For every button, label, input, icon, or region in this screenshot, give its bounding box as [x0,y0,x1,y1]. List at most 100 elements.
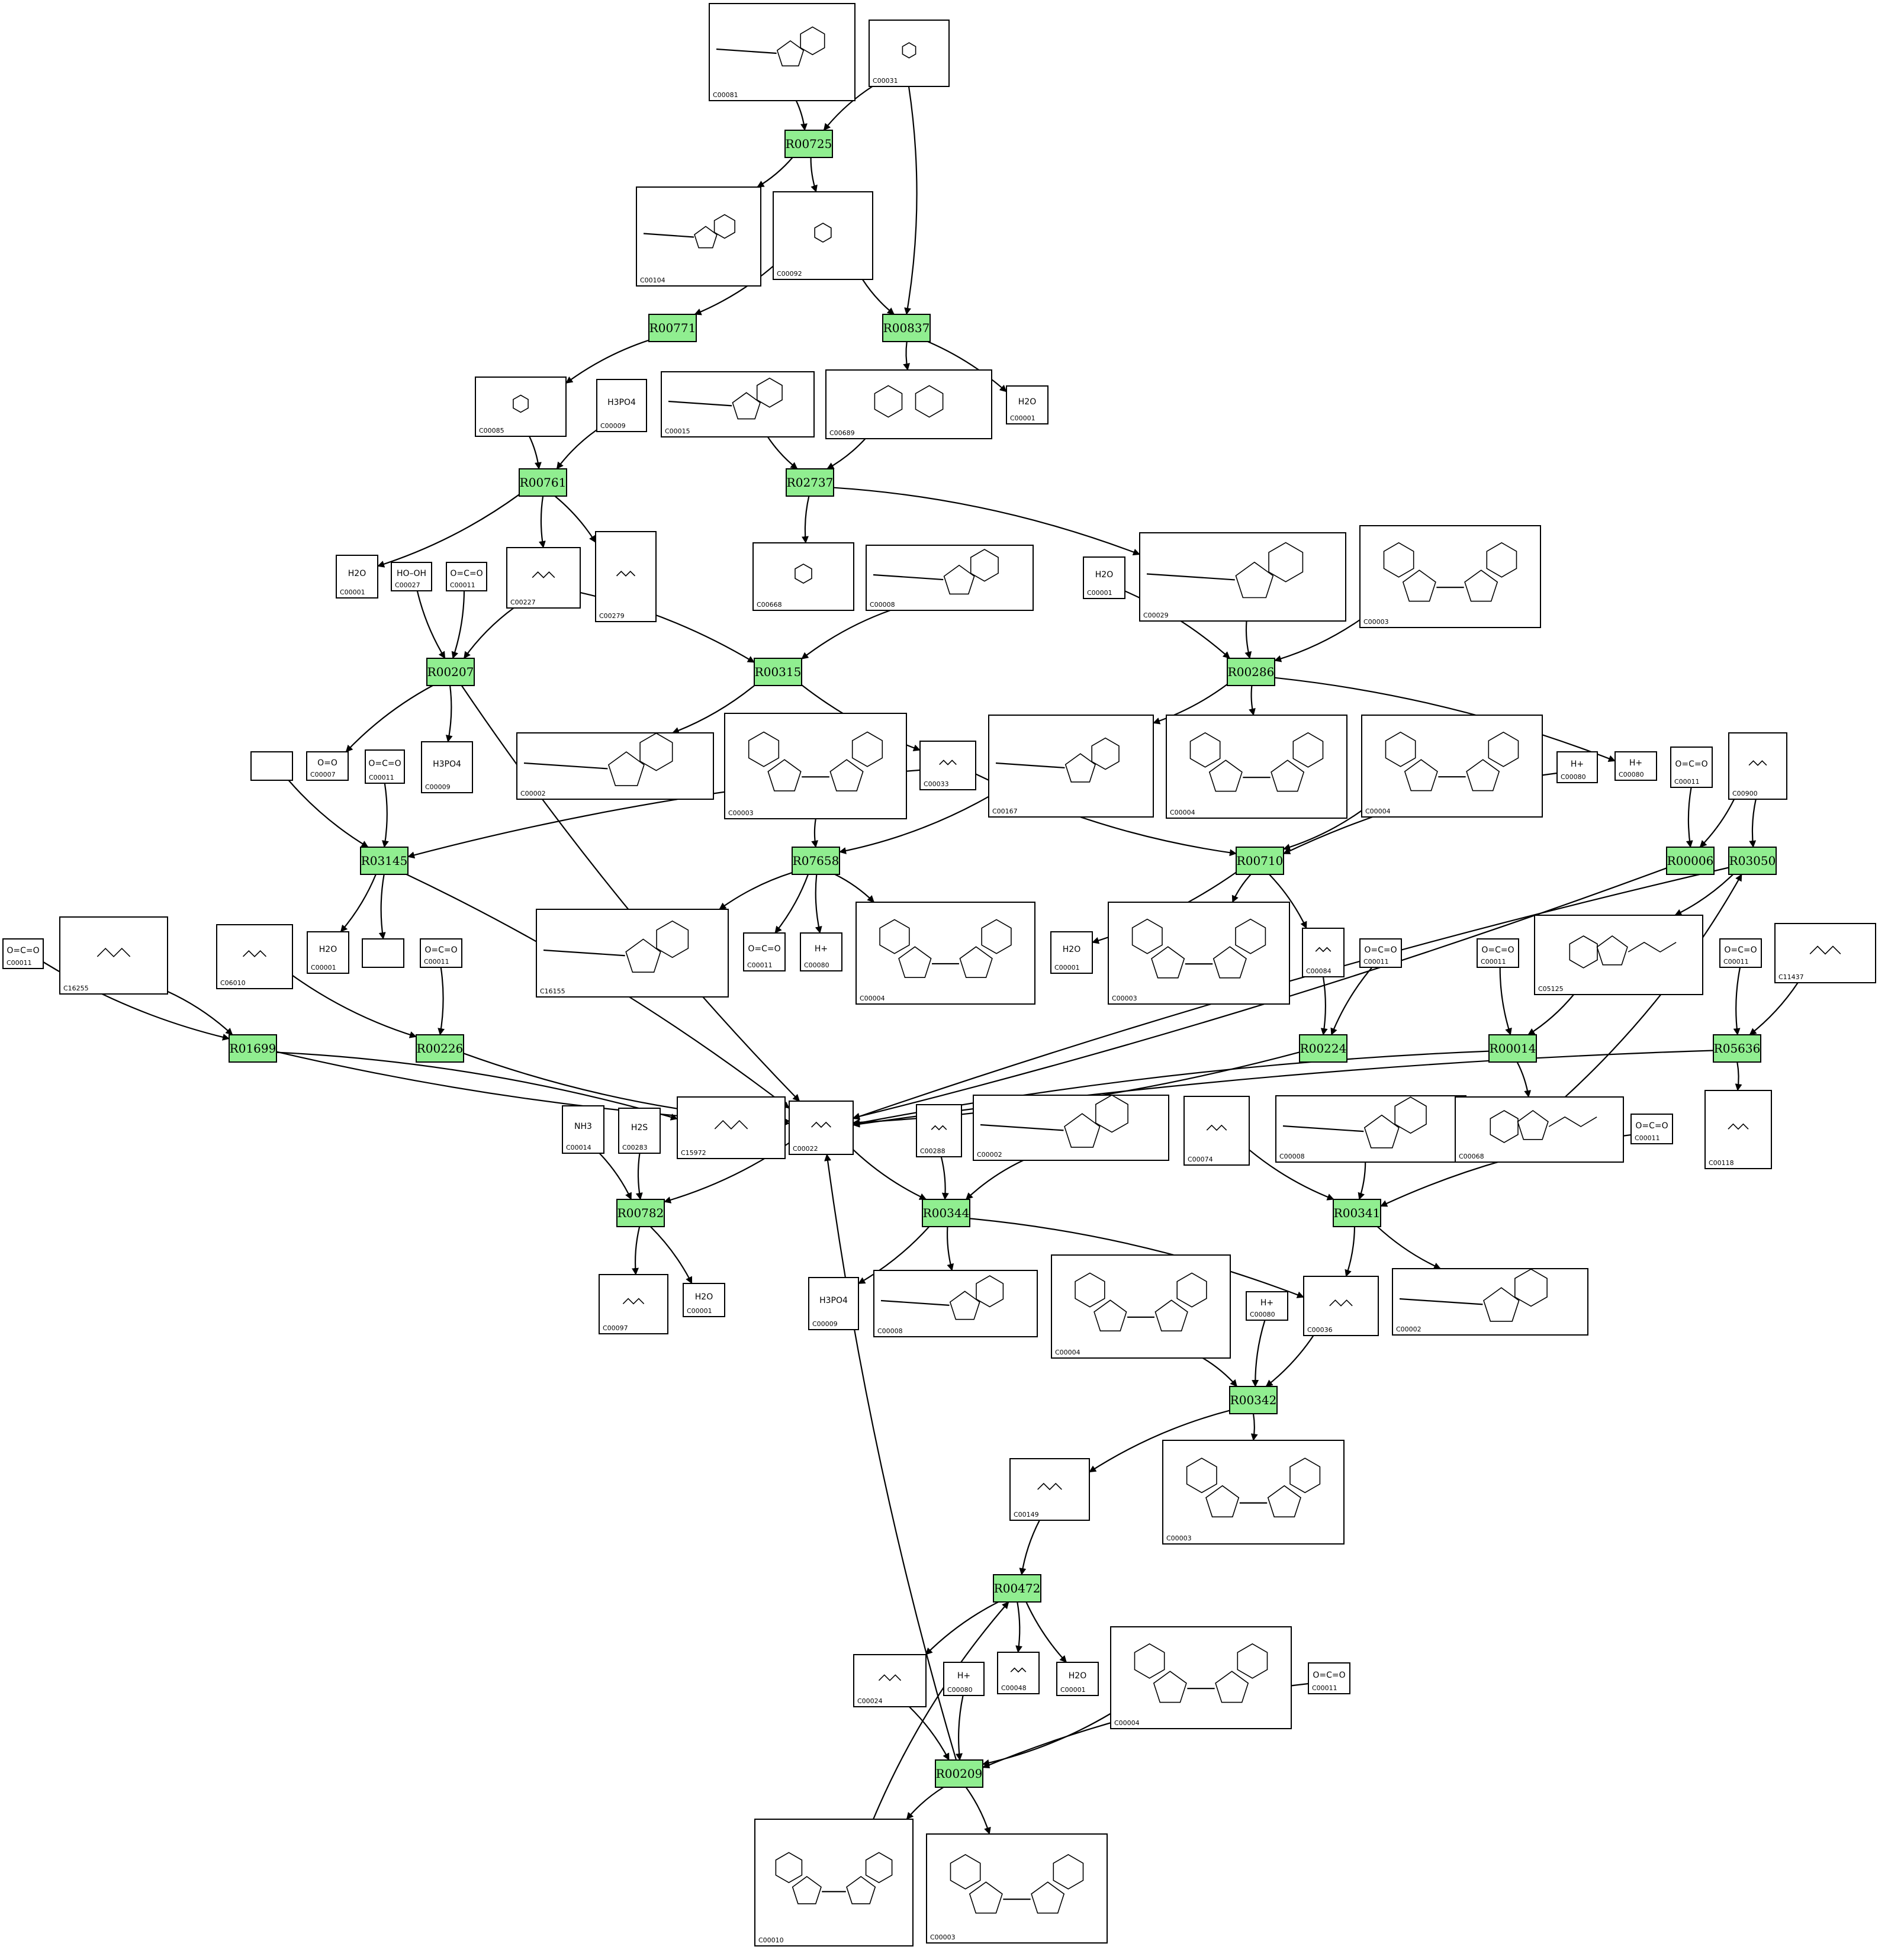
compound-node[interactable]: C00048 [997,1652,1040,1694]
compound-node[interactable]: C00092 [773,191,873,280]
compound-node[interactable]: C00004 [1051,1254,1231,1359]
reaction-node[interactable]: R00761 [519,468,567,497]
compound-node[interactable]: H+C00080 [1614,751,1657,781]
reaction-node[interactable]: R00209 [935,1759,983,1788]
reaction-node[interactable]: R00315 [754,658,802,686]
reaction-node[interactable]: R00472 [993,1574,1041,1603]
compound-node[interactable]: C00689 [825,369,992,439]
reaction-node[interactable]: R00782 [616,1199,665,1227]
reaction-node[interactable]: R00837 [882,314,931,342]
compound-node[interactable]: C00029 [1139,532,1346,622]
compound-node[interactable]: C00104 [636,186,761,287]
compound-node[interactable]: C00022 [789,1101,854,1155]
compound-node[interactable]: C00015 [661,371,815,437]
reaction-node[interactable]: R00344 [922,1199,970,1227]
reaction-node[interactable]: R05636 [1713,1034,1761,1063]
reaction-node[interactable]: R00207 [426,658,475,686]
compound-node[interactable]: C15972 [677,1096,786,1159]
compound-node[interactable]: C16255 [59,916,168,995]
compound-node[interactable]: C00085 [475,377,567,437]
compound-node[interactable]: C06010 [216,924,293,989]
reaction-node[interactable]: R00771 [648,314,697,342]
compound-node[interactable]: C00010 [754,1819,914,1946]
reaction-node[interactable]: R00342 [1229,1386,1278,1414]
reaction-node[interactable]: R03145 [360,847,409,875]
compound-node[interactable]: C00074 [1183,1096,1250,1166]
compound-node[interactable]: C00004 [1110,1626,1292,1729]
reaction-node[interactable]: R00725 [784,130,833,158]
reaction-node[interactable]: R02737 [786,468,834,497]
reaction-node[interactable]: R00224 [1299,1034,1347,1063]
compound-node[interactable]: C00031 [869,20,950,87]
compound-node[interactable]: H+C00080 [800,932,842,971]
compound-node[interactable]: C00003 [724,713,907,819]
compound-node[interactable]: C00004 [1166,715,1347,819]
reaction-node[interactable]: R00341 [1333,1199,1381,1227]
compound-node[interactable]: C00003 [1359,525,1541,628]
compound-node[interactable]: C00668 [752,542,854,611]
compound-node[interactable]: C00279 [595,531,657,622]
compound-node[interactable] [362,938,404,968]
compound-node[interactable]: C00002 [1392,1268,1588,1336]
reaction-node[interactable]: R00710 [1236,847,1284,875]
compound-node[interactable]: C00003 [926,1833,1108,1944]
compound-node[interactable]: C00008 [866,545,1034,611]
compound-node[interactable]: C00003 [1108,902,1290,1005]
compound-node[interactable]: C00097 [599,1274,668,1334]
compound-node[interactable]: C00084 [1302,928,1345,977]
compound-node[interactable]: C05125 [1534,915,1703,995]
compound-node[interactable]: C00900 [1728,732,1787,800]
compound-node[interactable]: C00036 [1303,1276,1379,1336]
compound-node[interactable]: C00024 [853,1654,927,1707]
compound-node[interactable]: C00167 [988,715,1154,818]
compound-node[interactable]: C11437 [1774,923,1876,983]
compound-node[interactable]: C00002 [973,1094,1169,1161]
compound-node[interactable]: C00118 [1704,1090,1772,1169]
compound-node[interactable]: H+C00080 [1246,1291,1288,1321]
reaction-node[interactable]: R00286 [1227,658,1275,686]
compound-node[interactable]: C00081 [709,3,855,101]
compound-node[interactable]: C16155 [536,909,729,998]
compound-node[interactable]: C00008 [873,1270,1038,1337]
compound-node[interactable]: C00033 [919,741,976,790]
reaction-node[interactable]: R01699 [229,1034,277,1063]
compound-node[interactable]: C00149 [1009,1458,1090,1521]
reaction-node[interactable]: R00006 [1666,847,1715,875]
compound-node[interactable]: C00288 [916,1104,962,1157]
compound-node[interactable]: C00004 [855,902,1035,1005]
compound-node[interactable]: C00004 [1361,715,1543,818]
reaction-node[interactable]: R00226 [416,1034,464,1063]
compound-node[interactable]: H+C00080 [943,1662,985,1696]
compound-node[interactable]: C00003 [1162,1440,1345,1545]
compound-node[interactable]: C00002 [516,732,714,800]
compound-node[interactable] [250,751,293,781]
compound-node[interactable]: H+C00080 [1556,751,1598,783]
reaction-node[interactable]: R00014 [1488,1034,1537,1063]
compound-node[interactable]: C00008 [1275,1095,1466,1163]
reaction-node[interactable]: R07658 [792,847,840,875]
